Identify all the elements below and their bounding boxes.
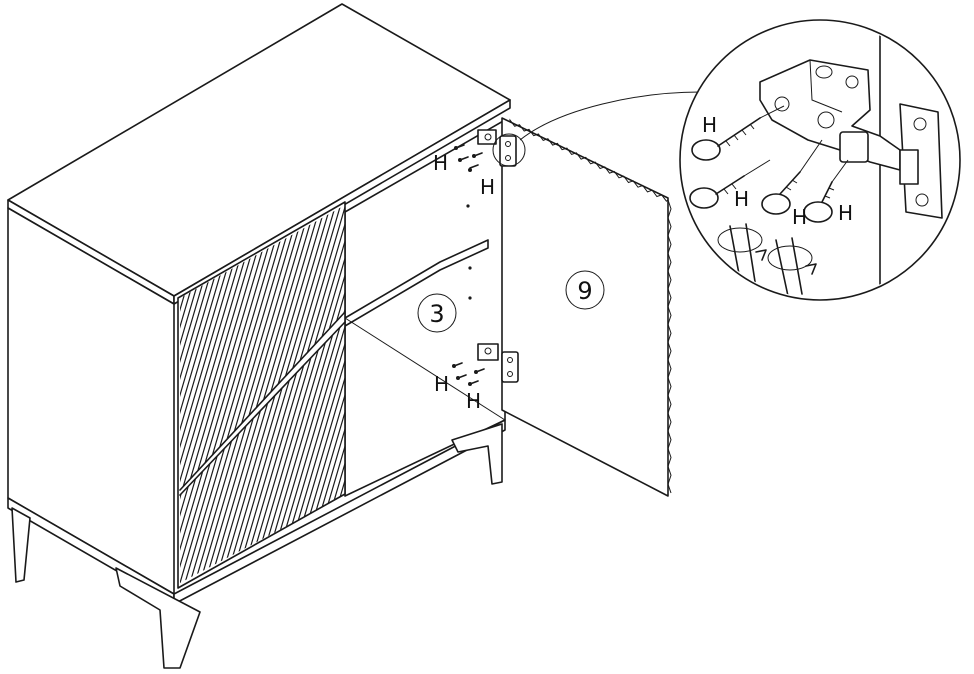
screws-upper [454, 144, 483, 172]
slat-line [189, 205, 311, 490]
slat-line [219, 322, 341, 583]
slat-line [229, 322, 345, 583]
slat-line [184, 205, 306, 490]
hinge-icon [477, 343, 499, 361]
slat-line [180, 205, 301, 490]
slat-line [244, 322, 345, 583]
slat-line [180, 205, 276, 490]
zoom-screw-label-2: H [734, 187, 749, 211]
zoom-connector [519, 91, 701, 141]
slat-line [224, 322, 345, 583]
slat-line [249, 322, 345, 583]
detail-callout-circle [492, 133, 526, 167]
slat-line [254, 322, 345, 583]
step-label-door: 9 [577, 277, 592, 305]
slat-line [180, 205, 296, 490]
hinge-lower [477, 343, 519, 383]
zoom-screw-label-3: H [792, 205, 807, 229]
screw-icon [691, 117, 761, 161]
screw-icon [761, 171, 801, 215]
screw-label-lower-left: H [434, 372, 449, 396]
slat-line [204, 205, 326, 490]
zoom-detail: H H H H [679, 19, 961, 301]
step-circle-door [565, 270, 605, 310]
leg-front-left [11, 507, 31, 583]
slat-line [234, 322, 345, 583]
slat-line [180, 205, 281, 490]
zoom-screw-label-1: H [702, 113, 717, 137]
shelf-pin-hole [466, 204, 470, 208]
step-circle-shelf [417, 293, 457, 333]
slat-line [180, 205, 286, 490]
shelf-pin-hole [468, 266, 472, 270]
slat-line [239, 322, 345, 583]
leg-front-right [115, 567, 201, 669]
hinge-upper [477, 129, 517, 167]
zoom-screw-label-4: H [838, 201, 853, 225]
shelf-side-edge [344, 317, 506, 421]
shelf-pin-hole [468, 296, 472, 300]
step-label-shelf: 3 [429, 300, 444, 328]
slat-line [180, 205, 291, 490]
opened-door-edge [509, 118, 672, 494]
slat-line [199, 205, 321, 490]
screw-label-upper-left: H [433, 151, 448, 175]
opened-door [501, 117, 669, 497]
screws-lower [452, 362, 485, 386]
screw-icon [689, 175, 745, 209]
hinge-icon [477, 129, 497, 145]
screwdriver-rotation-icon [767, 237, 817, 297]
screw-icon [469, 164, 479, 169]
slat-line [194, 205, 316, 490]
screw-label-upper-right: H [480, 175, 495, 199]
screw-icon [803, 181, 835, 223]
screw-label-lower-right: H [466, 389, 481, 413]
leg-back-right [451, 423, 503, 485]
